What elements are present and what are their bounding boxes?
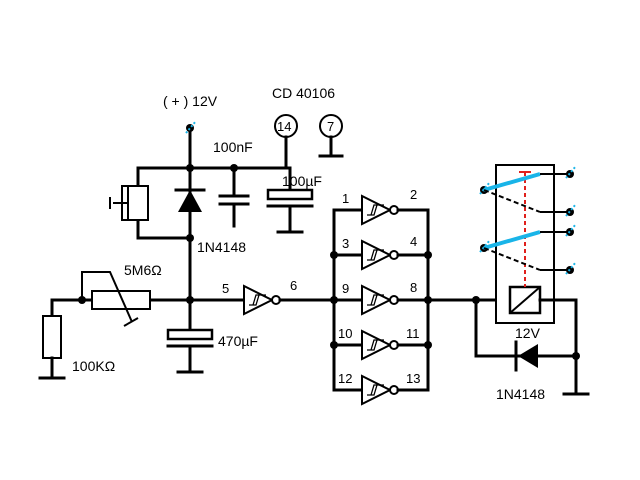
ic-power-pins: CD 40106 14 7 bbox=[272, 85, 344, 170]
push-switch bbox=[109, 166, 192, 240]
gate-in-3: 3 bbox=[342, 236, 349, 251]
potentiometer: 5M6Ω bbox=[81, 262, 162, 327]
ic-name: CD 40106 bbox=[272, 85, 335, 101]
diode-bottom: 1N4148 bbox=[496, 340, 545, 402]
gate-in-1: 1 bbox=[342, 191, 349, 206]
diode-top: 1N4148 bbox=[174, 188, 246, 255]
cap-large-label: 470µF bbox=[218, 333, 258, 349]
resistor-label: 100KΩ bbox=[72, 358, 115, 374]
resistor-100k: 100KΩ bbox=[38, 298, 115, 380]
gate-single bbox=[243, 285, 281, 315]
gate-out-2: 2 bbox=[410, 187, 417, 202]
ic-pin-vdd: 14 bbox=[277, 119, 291, 134]
gate-in-10: 10 bbox=[338, 326, 352, 341]
gate-out-8: 8 bbox=[410, 280, 417, 295]
ic-pin-vss: 7 bbox=[327, 119, 334, 134]
gate-out-4: 4 bbox=[410, 234, 417, 249]
diode-top-label: 1N4148 bbox=[197, 239, 246, 255]
relay: 12V bbox=[479, 164, 590, 396]
supply-label: ( + ) 12V bbox=[163, 93, 218, 109]
gate-out-11: 11 bbox=[406, 326, 420, 341]
gate-bank bbox=[332, 195, 430, 405]
capacitor-100nf: 100nF bbox=[213, 139, 253, 228]
gate-out-13: 13 bbox=[406, 371, 420, 386]
gate-single-in: 5 bbox=[222, 281, 229, 296]
capacitor-470uf: 470µF bbox=[166, 328, 258, 374]
diode-bottom-label: 1N4148 bbox=[496, 386, 545, 402]
cap-small-label: 100nF bbox=[213, 139, 253, 155]
cap-mid-label: 100µF bbox=[282, 173, 322, 189]
relay-label: 12V bbox=[515, 325, 541, 341]
gate-in-12: 12 bbox=[338, 371, 352, 386]
pot-label: 5M6Ω bbox=[124, 262, 162, 278]
gate-in-9: 9 bbox=[342, 281, 349, 296]
gate-single-out: 6 bbox=[290, 278, 297, 293]
capacitor-100uf: 100µF bbox=[266, 166, 322, 234]
